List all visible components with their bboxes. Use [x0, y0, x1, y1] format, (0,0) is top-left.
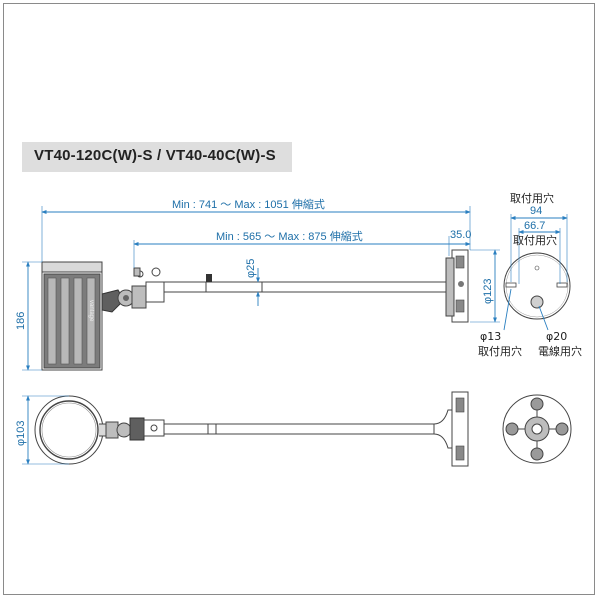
dim-wire-hole-dia: φ20 [546, 330, 567, 343]
dim-lamp-face-dia: φ103 [15, 421, 27, 447]
dim-hole-pitch-outer: 94 [530, 205, 542, 217]
dim-small-hole-dia: φ13 [480, 330, 501, 343]
dim-overall-span: Min : 741 ～ Max : 1051 伸縮式 [172, 197, 325, 211]
dim-mount-depth: 35.0 [450, 229, 471, 241]
product-title: VT40-120C(W)-S / VT40-40C(W)-S [34, 147, 276, 164]
arm-pipe-top [163, 409, 455, 449]
wall-mount-top [451, 391, 469, 467]
label-mount-hole-top: 取付用穴 [510, 191, 554, 205]
top-view: φ103 [15, 391, 469, 467]
label-small-hole: 取付用穴 [478, 344, 522, 358]
flange-rear-view [502, 394, 572, 464]
dim-flange-dia: φ123 [482, 279, 494, 305]
dim-lamp-height: 186 [15, 312, 27, 330]
knuckle-bracket-side [101, 267, 165, 313]
dim-arm-span: Min : 565 ～ Max : 875 伸縮式 [216, 229, 363, 243]
lamp-face-top [34, 395, 107, 465]
drawing-frame [3, 3, 595, 595]
dim-hole-pitch-inner: 66.7 [524, 220, 545, 232]
dim-pipe-dia: φ25 [245, 259, 257, 278]
brand-mark: vantage [88, 300, 94, 322]
knuckle-bracket-top [105, 417, 165, 441]
arm-pipe-side [163, 274, 453, 293]
label-mount-hole-inner: 取付用穴 [513, 233, 557, 247]
lamp-head-side: vantage [41, 261, 103, 371]
title-bar: VT40-120C(W)-S / VT40-40C(W)-S [22, 142, 292, 172]
flange-front-view: 94 取付用穴 66.7 取付用穴 φ13 取付用穴 φ20 電線用穴 [478, 191, 582, 358]
wall-mount-side [445, 249, 469, 323]
side-view: vantage [15, 197, 500, 371]
label-wire-hole: 電線用穴 [538, 344, 582, 358]
